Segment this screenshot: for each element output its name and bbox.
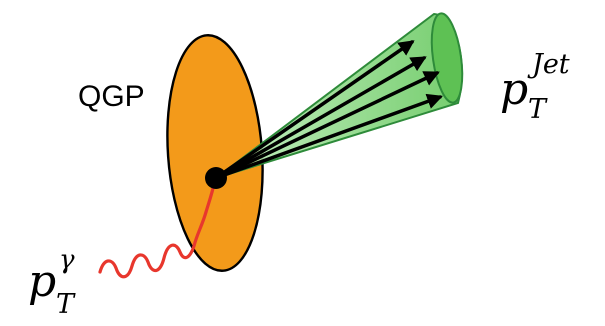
vertex-dot bbox=[205, 167, 227, 189]
jet-pt-label: p Jet T bbox=[500, 49, 570, 125]
jet-pt-subscript: T bbox=[528, 94, 548, 125]
jet-pt-superscript: Jet bbox=[527, 49, 570, 80]
photon-pt-superscript: γ bbox=[59, 245, 75, 275]
jet-pt-base: p bbox=[500, 64, 528, 115]
photon-pt-subscript: T bbox=[56, 289, 76, 320]
photon-pt-label: p γ T bbox=[28, 245, 76, 320]
qgp-label: QGP bbox=[78, 80, 145, 113]
photon-pt-base: p bbox=[28, 256, 56, 307]
